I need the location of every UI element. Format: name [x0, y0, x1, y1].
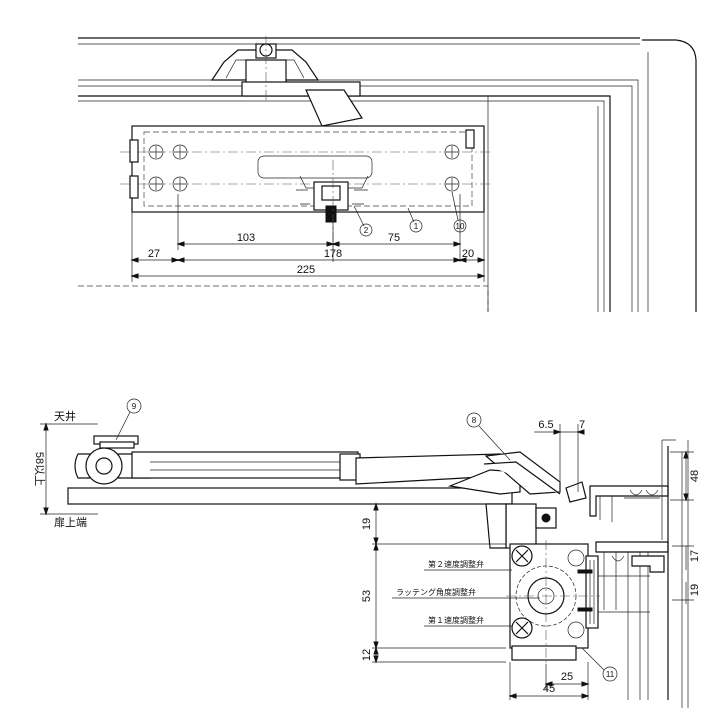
dim-45: 45 [543, 683, 555, 695]
dim-17: 17 [689, 550, 701, 562]
side-view-dimensions: 19 53 12 25 45 [361, 502, 590, 700]
dim-20: 20 [462, 248, 474, 260]
closer-body-side [506, 540, 650, 664]
linkage-bracket: 6.5 7 [483, 419, 587, 549]
label-min-height: 58以上 [33, 452, 46, 486]
frame-profile: 48 17 19 [589, 439, 701, 708]
label-speed-valve-1: 第１速度調整弁 [428, 615, 484, 625]
top-view-callouts: 1 2 10 [353, 191, 467, 237]
closer-body-top [120, 125, 490, 250]
label-latching-valve: ラッテング角度調整弁 [396, 587, 476, 597]
valve-labels: 第２速度調整弁 ラッテング角度調整弁 第１速度調整弁 [392, 559, 540, 627]
callout-11: 11 [606, 670, 615, 679]
side-view-callouts: 9 8 11 [115, 398, 618, 682]
top-view: 103 75 27 178 20 225 1 2 10 [78, 36, 697, 312]
dim-103: 103 [237, 232, 255, 244]
dim-225: 225 [297, 264, 315, 276]
dim-27: 27 [148, 248, 160, 260]
dim-48: 48 [689, 470, 701, 482]
reference-lines: 天井 扉上端 58以上 [33, 409, 98, 529]
label-door-top: 扉上端 [54, 516, 87, 529]
dim-53: 53 [361, 590, 373, 602]
top-view-dimensions: 103 75 27 178 20 225 [130, 194, 486, 282]
dim-25: 25 [561, 671, 573, 683]
frame-bracket [210, 36, 363, 127]
label-ceiling: 天井 [54, 409, 76, 423]
dim-6-5: 6.5 [538, 419, 553, 431]
dim-75: 75 [388, 232, 400, 244]
dim-178: 178 [324, 248, 342, 260]
label-speed-valve-2: 第２速度調整弁 [428, 559, 484, 569]
callout-1: 1 [414, 222, 419, 231]
callout-2: 2 [364, 226, 369, 235]
dim-12: 12 [361, 649, 373, 661]
callout-9: 9 [132, 402, 137, 411]
side-view: 天井 扉上端 58以上 [33, 398, 701, 708]
dim-7: 7 [579, 419, 585, 431]
dim-19-right: 19 [689, 584, 701, 596]
callout-10: 10 [456, 222, 465, 231]
arm-assembly [67, 435, 521, 505]
dim-19-left: 19 [361, 518, 373, 530]
callout-8: 8 [472, 416, 477, 425]
